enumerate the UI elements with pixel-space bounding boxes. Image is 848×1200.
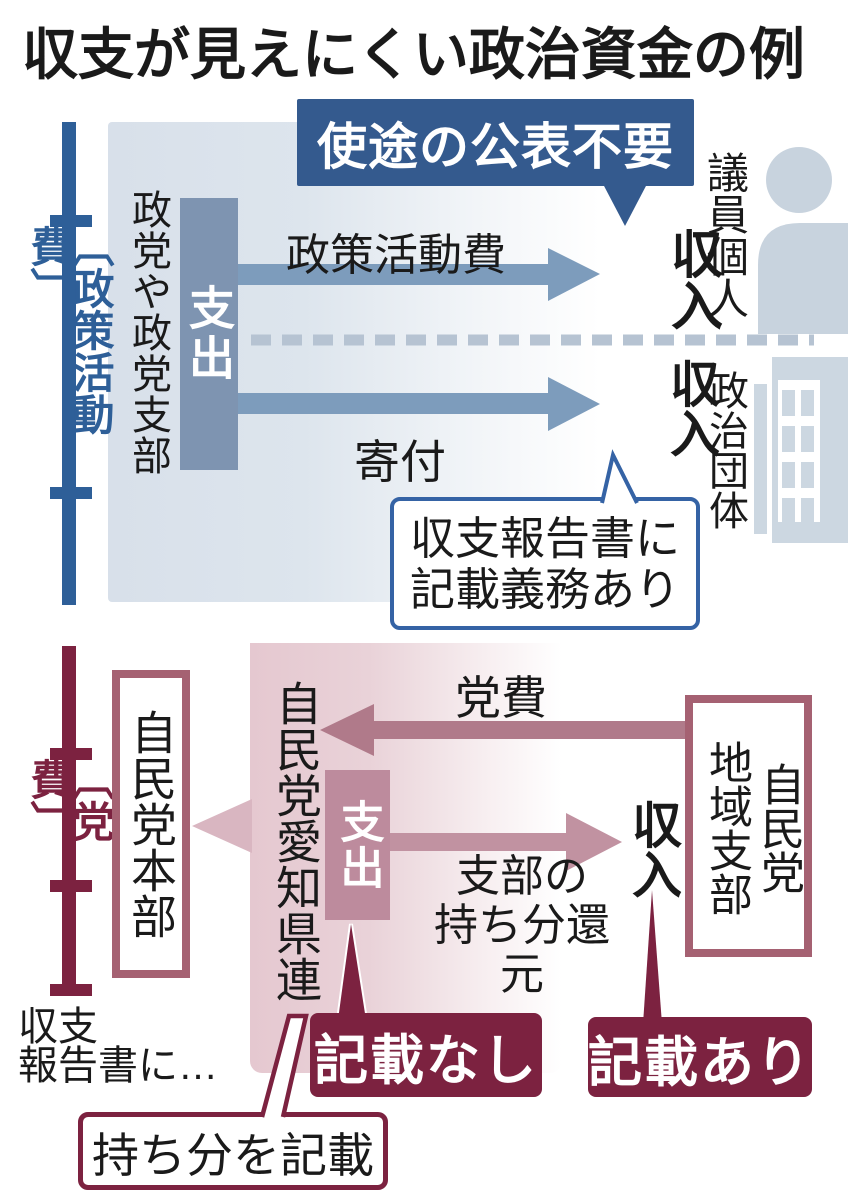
recipient-person-label: 議員個人 — [701, 151, 749, 319]
branch-label-line2: 地域支部 — [702, 740, 751, 916]
usage-disclosure-text: 使途の公表不要 — [317, 118, 674, 175]
policy-bracket-cap-bottom — [50, 487, 92, 499]
share-return-line2: 持ち分還元 — [434, 901, 610, 999]
party-fee-arrow-label: 党費 — [455, 672, 547, 724]
no-entry-pointer — [336, 923, 368, 1021]
page-title: 収支が見えにくい政治資金の例 — [22, 23, 805, 86]
donation-arrow — [238, 377, 600, 431]
usage-disclosure-banner: 使途の公表不要 — [297, 99, 694, 186]
entry-label: 記載あり — [588, 1032, 812, 1093]
party-source-label: 政党や政党支部 — [126, 188, 170, 476]
report-ellipsis-line2: 報告書に… — [18, 1044, 218, 1088]
report-required-line2: 記載義務あり — [409, 563, 680, 615]
ldp-regional-branch-label: 自民党地域支部 — [693, 703, 804, 949]
expenditure-label-bottom: 支出 — [333, 799, 383, 891]
to-headquarters-arrow — [192, 799, 252, 853]
income-label-person: 収入 — [662, 227, 721, 331]
report-required-note: 収支報告書に 記載義務あり — [390, 497, 700, 630]
building-icon — [754, 357, 848, 543]
policy-bracket-cap-top — [50, 215, 92, 227]
report-note-pointer — [600, 449, 639, 504]
policy-activity-arrow-label: 政策活動費 — [286, 231, 506, 280]
report-ellipsis-line1: 収支 — [18, 1005, 98, 1049]
no-entry-label: 記載なし — [314, 1030, 538, 1091]
share-return-arrow-label: 支部の持ち分還元 — [416, 852, 628, 999]
fee-bracket-cap-top — [50, 748, 92, 760]
fee-bracket-cap-end — [50, 984, 92, 996]
fee-bracket-cap-bottom — [50, 880, 92, 892]
ldp-aichi-prefecture-label: 自民党愛知県連 — [270, 680, 322, 1002]
party-fee-arrow — [320, 704, 686, 756]
entry-box: 記載あり — [588, 1017, 812, 1097]
no-entry-box: 記載なし — [310, 1013, 542, 1097]
ldp-headquarters-box: 自民党本部 — [112, 670, 190, 978]
report-ellipsis-note: 収支報告書に… — [18, 1005, 218, 1088]
branch-label-line1: 自民党 — [754, 762, 803, 894]
fee-bracket-bar — [62, 646, 76, 996]
banner-pointer — [603, 184, 647, 226]
expenditure-block-top: 支出 — [180, 198, 238, 470]
policy-bracket-bar — [62, 122, 76, 605]
policy-activity-arrow — [238, 248, 600, 301]
person-icon — [758, 147, 848, 334]
entry-pointer — [641, 889, 664, 1025]
share-return-arrow — [390, 813, 622, 871]
ldp-regional-branch-box: 自民党地域支部 — [685, 695, 812, 957]
share-note-pointer — [259, 1013, 309, 1118]
income-label-branch: 収入 — [625, 799, 681, 899]
expenditure-block-bottom: 支出 — [325, 770, 390, 920]
prefecture-panel — [250, 643, 562, 1073]
share-return-line1: 支部の — [456, 852, 588, 901]
share-recorded-label: 持ち分を記載 — [92, 1128, 374, 1182]
ldp-headquarters-label: 自民党本部 — [125, 709, 177, 939]
income-label-org: 収入 — [663, 358, 719, 458]
expenditure-label-top: 支出 — [183, 284, 235, 384]
donation-arrow-label: 寄付 — [354, 436, 446, 488]
report-required-line1: 収支報告書に — [409, 512, 680, 564]
share-recorded-note: 持ち分を記載 — [78, 1112, 388, 1190]
recipient-org-label: 政治団体 — [703, 370, 747, 530]
